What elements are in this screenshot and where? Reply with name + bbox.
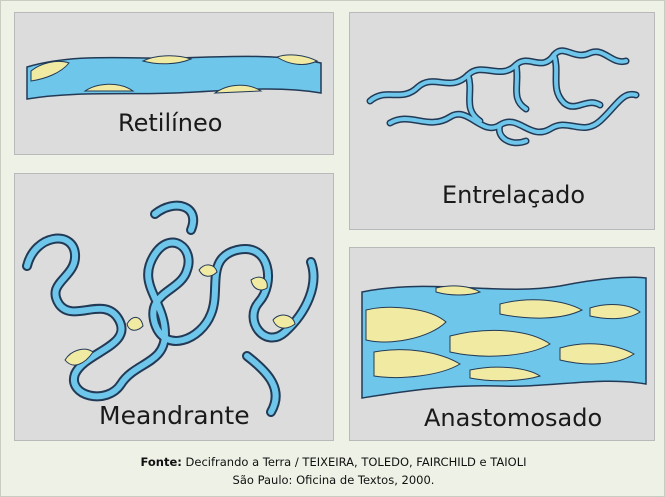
sandbar (83, 83, 135, 92)
sandbar (213, 84, 263, 94)
sandbar (30, 60, 70, 82)
panel-label-anastomosado: Anastomosado (424, 404, 603, 432)
river-straight-drawing (26, 54, 322, 100)
panel-entrelacado: Entrelaçado (349, 12, 655, 230)
island (449, 329, 551, 357)
point-bar (198, 264, 218, 277)
panel-anastomosado: Anastomosado (349, 247, 655, 441)
island (499, 299, 584, 319)
point-bar (126, 317, 144, 331)
island (435, 285, 482, 296)
river-meandering-drawing (22, 200, 319, 417)
island (373, 349, 461, 378)
river-anastomosing-drawing (361, 276, 647, 399)
panel-label-entrelacado: Entrelaçado (442, 181, 586, 209)
panel-retilineo: Retilíneo (14, 12, 334, 155)
panel-label-retilineo: Retilíneo (118, 109, 223, 137)
island (469, 366, 542, 382)
panel-meandrante: Meandrante (14, 173, 334, 441)
caption-source: Fonte: Decifrando a Terra / TEIXEIRA, TO… (1, 455, 665, 469)
caption-source-line1: Decifrando a Terra / TEIXEIRA, TOLEDO, F… (181, 455, 527, 469)
island (559, 343, 635, 365)
point-bar (250, 276, 268, 291)
point-bar (272, 314, 296, 329)
island (589, 304, 641, 320)
panel-label-meandrante: Meandrante (99, 401, 250, 430)
caption-publisher: São Paulo: Oficina de Textos, 2000. (232, 473, 435, 487)
caption-source-prefix: Fonte: (140, 455, 182, 469)
point-bar (64, 348, 94, 366)
sandbar (141, 55, 193, 65)
sandbar (275, 54, 319, 65)
river-braided-drawing (366, 47, 640, 147)
island (365, 306, 447, 343)
